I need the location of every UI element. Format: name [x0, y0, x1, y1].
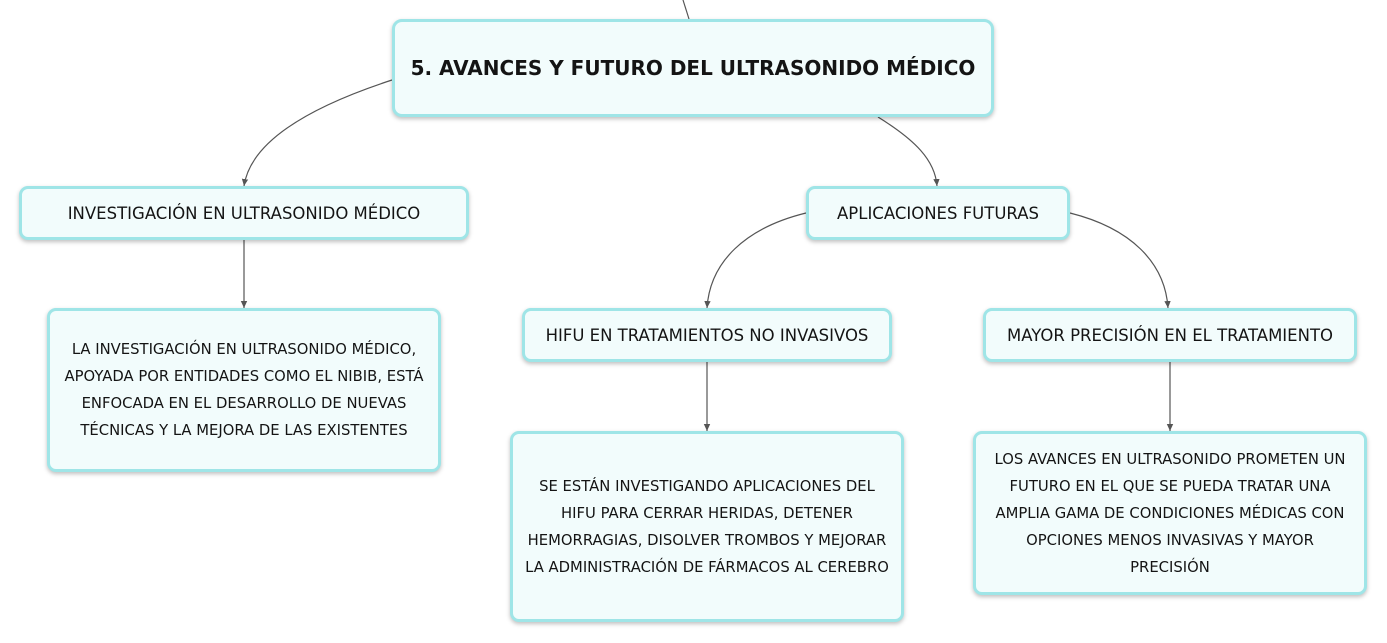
subtopic-precision-label: MAYOR PRECISIÓN EN EL TRATAMIENTO	[1006, 325, 1334, 345]
connector-root-to-aplicaciones	[877, 116, 940, 187]
incoming-connector	[682, 0, 690, 20]
subtopic-hifu-node[interactable]: HIFU EN TRATAMIENTOS NO INVASIVOS	[522, 308, 892, 362]
connector-aplicaciones-to-hifu	[704, 212, 807, 309]
detail-hifu-node[interactable]: SE ESTÁN INVESTIGANDO APLICACIONES DEL H…	[510, 431, 904, 622]
detail-precision-text: LOS AVANCES EN ULTRASONIDO PROMETEN UN F…	[994, 450, 1346, 576]
connector-root-to-investigacion	[241, 79, 393, 187]
root-topic-node[interactable]: 5. AVANCES Y FUTURO DEL ULTRASONIDO MÉDI…	[392, 19, 994, 117]
detail-hifu-text: SE ESTÁN INVESTIGANDO APLICACIONES DEL H…	[525, 477, 889, 576]
connector-aplicaciones-to-precision	[1069, 212, 1171, 309]
subtopic-hifu-label: HIFU EN TRATAMIENTOS NO INVASIVOS	[545, 325, 869, 345]
subtopic-precision-node[interactable]: MAYOR PRECISIÓN EN EL TRATAMIENTO	[983, 308, 1357, 362]
detail-precision-node[interactable]: LOS AVANCES EN ULTRASONIDO PROMETEN UN F…	[973, 431, 1367, 595]
topic-aplicaciones-label: APLICACIONES FUTURAS	[837, 203, 1039, 223]
topic-aplicaciones-node[interactable]: APLICACIONES FUTURAS	[806, 186, 1070, 240]
topic-investigacion-label: INVESTIGACIÓN EN ULTRASONIDO MÉDICO	[67, 203, 421, 223]
detail-investigacion-text: LA INVESTIGACIÓN EN ULTRASONIDO MÉDICO, …	[64, 341, 424, 439]
detail-investigacion-node[interactable]: LA INVESTIGACIÓN EN ULTRASONIDO MÉDICO, …	[47, 308, 441, 472]
root-topic-title: 5. AVANCES Y FUTURO DEL ULTRASONIDO MÉDI…	[410, 56, 976, 80]
topic-investigacion-node[interactable]: INVESTIGACIÓN EN ULTRASONIDO MÉDICO	[19, 186, 469, 240]
